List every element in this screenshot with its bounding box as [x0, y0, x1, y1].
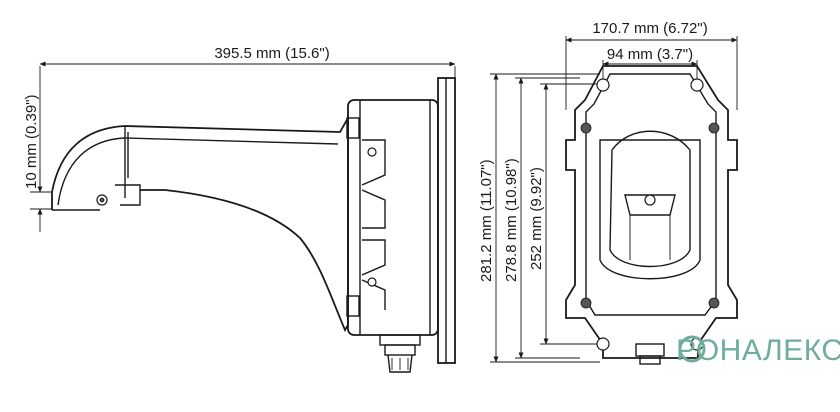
- dim-width-label: 170.7 mm (6.72"): [592, 20, 707, 37]
- wall-plate-side: [437, 77, 456, 364]
- wall-plate-front: [565, 65, 738, 359]
- dimension-length: 395.5 mm (15.6"): [39, 45, 456, 185]
- dimension-height-total: 281.2 mm (11.07"): [478, 73, 600, 363]
- junction-box: [346, 99, 439, 336]
- dimension-width: 170.7 mm (6.72"): [565, 20, 738, 110]
- watermark: РОНАЛЕКС: [676, 334, 840, 367]
- dimension-height-plate: 278.8 mm (10.98"): [503, 77, 580, 359]
- cable-gland-front: [635, 343, 665, 365]
- front-view: 170.7 mm (6.72") 94 mm (3.7") 281.2 mm (…: [478, 20, 738, 365]
- side-view: 395.5 mm (15.6") 10 mm (0.39"): [23, 45, 456, 373]
- corner-screws: [580, 122, 720, 309]
- dim-hole-spacing-label: 94 mm (3.7"): [607, 46, 693, 63]
- dim-height-total-label: 281.2 mm (11.07"): [478, 159, 495, 282]
- bracket-arm: [51, 114, 349, 332]
- dimension-height-holes: 252 mm (9.92"): [528, 83, 600, 345]
- dim-height-plate-label: 278.8 mm (10.98"): [503, 158, 520, 282]
- dim-height-holes-label: 252 mm (9.92"): [528, 167, 545, 270]
- watermark-text: РОНАЛЕКС: [676, 334, 840, 367]
- dimension-hole-spacing: 94 mm (3.7"): [602, 46, 698, 85]
- dim-lip-label: 10 mm (0.39"): [23, 94, 40, 189]
- dimension-lip: 10 mm (0.39"): [23, 94, 52, 232]
- cable-gland-side: [379, 334, 421, 373]
- dim-length-label: 395.5 mm (15.6"): [214, 45, 329, 62]
- watermark-logo-icon: [678, 335, 706, 363]
